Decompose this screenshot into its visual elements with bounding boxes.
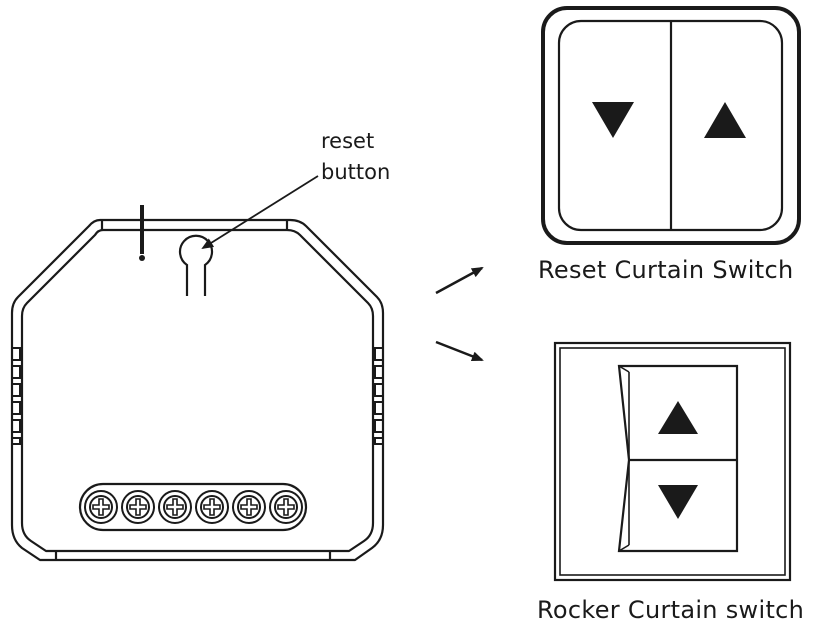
reset-label-line2: button <box>321 160 391 184</box>
terminal-strip <box>78 482 308 532</box>
rocker-switch-frame-inner <box>559 347 786 576</box>
reset-switch-frame <box>541 6 801 245</box>
terminal-block <box>78 482 308 532</box>
rocker-down-arrow-icon[interactable] <box>658 485 698 519</box>
terminal-screws <box>84 490 303 524</box>
rocker-switch-frame-outer <box>553 341 792 582</box>
module-inner-body <box>20 228 375 553</box>
curtain-module <box>10 218 385 562</box>
reset-callout-arrow <box>201 175 319 250</box>
rocker-paddle[interactable] <box>617 364 739 553</box>
reset-switch-caption: Reset Curtain Switch <box>538 256 794 284</box>
terminal-screw-icon <box>195 490 229 524</box>
rocker-curtain-switch <box>553 341 792 582</box>
module-outer-body <box>10 218 385 562</box>
terminal-screw-icon <box>269 490 303 524</box>
reset-curtain-switch <box>541 6 801 245</box>
terminal-screw-icon <box>121 490 155 524</box>
up-arrow-icon[interactable] <box>704 102 746 138</box>
rocker-up-arrow-icon[interactable] <box>658 401 698 434</box>
reset-button[interactable] <box>178 234 214 296</box>
module-right-ridges <box>374 347 384 445</box>
rocker-switch-caption: Rocker Curtain switch <box>537 596 805 624</box>
module-left-ridges <box>11 347 21 445</box>
antenna-icon <box>139 205 145 261</box>
reset-label-line1: reset <box>321 129 375 153</box>
pointer-arrow-upper <box>435 266 484 295</box>
terminal-screw-icon <box>158 490 192 524</box>
terminal-screw-icon <box>232 490 266 524</box>
pointer-arrow-lower <box>435 340 484 362</box>
down-arrow-icon[interactable] <box>592 102 634 138</box>
terminal-screw-icon <box>84 490 118 524</box>
